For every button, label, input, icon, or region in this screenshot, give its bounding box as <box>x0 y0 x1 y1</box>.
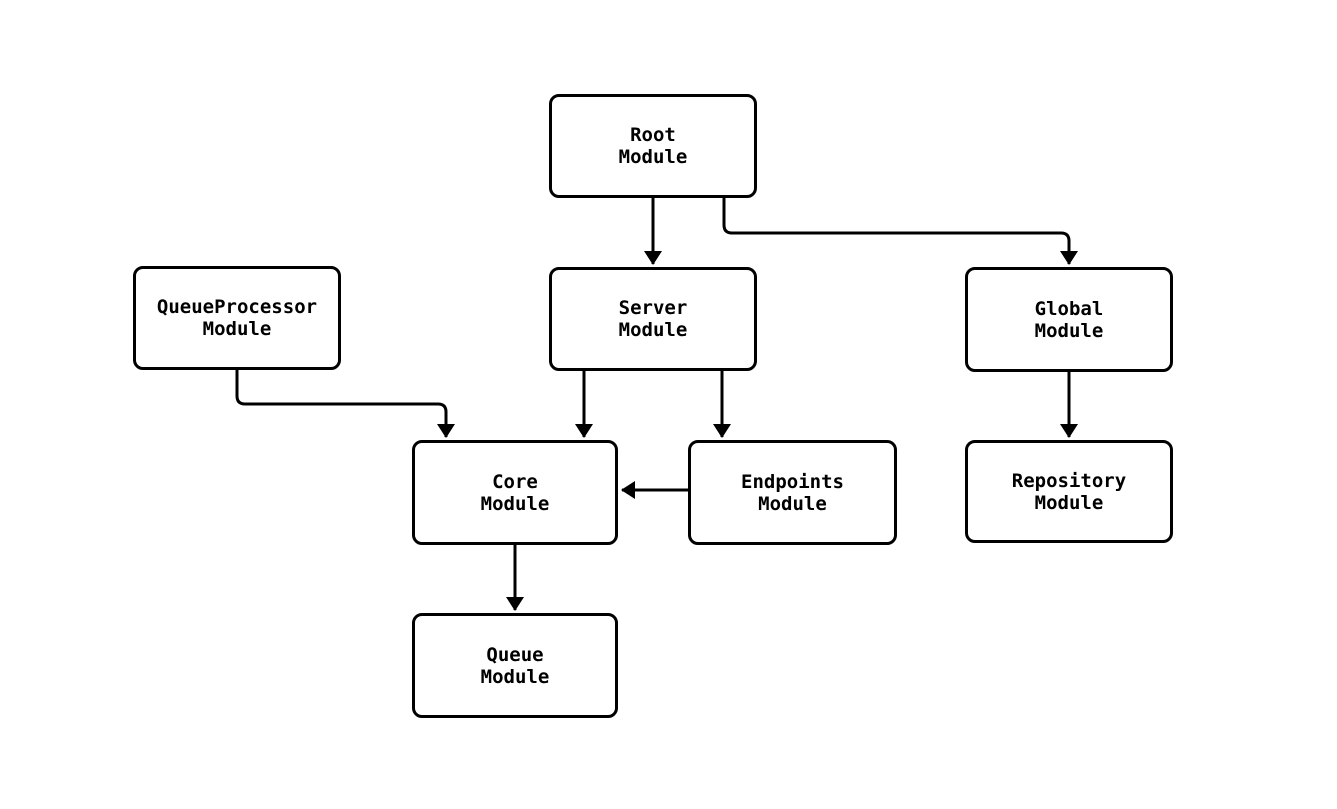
node-root-module-label: Root Module <box>618 124 688 168</box>
node-queue-module: Queue Module <box>412 613 618 718</box>
node-global-module: Global Module <box>965 267 1173 372</box>
node-root-module: Root Module <box>549 94 757 198</box>
node-endpoints-module-label: Endpoints Module <box>741 470 844 515</box>
edge-queueprocessor-to-core <box>235 370 455 438</box>
node-queue-module-label: Queue Module <box>480 643 550 688</box>
node-repository-module-label: Repository Module <box>1011 469 1127 514</box>
node-core-module-label: Core Module <box>480 470 550 515</box>
node-server-module: Server Module <box>549 267 757 371</box>
node-core-module: Core Module <box>412 440 618 545</box>
edge-root-to-global <box>722 198 1078 265</box>
node-queueprocessor-module-label: QueueProcessor Module <box>156 296 318 340</box>
node-repository-module: Repository Module <box>965 440 1173 543</box>
node-endpoints-module: Endpoints Module <box>688 440 897 545</box>
node-server-module-label: Server Module <box>618 297 688 341</box>
node-global-module-label: Global Module <box>1034 297 1104 342</box>
node-queueprocessor-module: QueueProcessor Module <box>133 266 341 370</box>
